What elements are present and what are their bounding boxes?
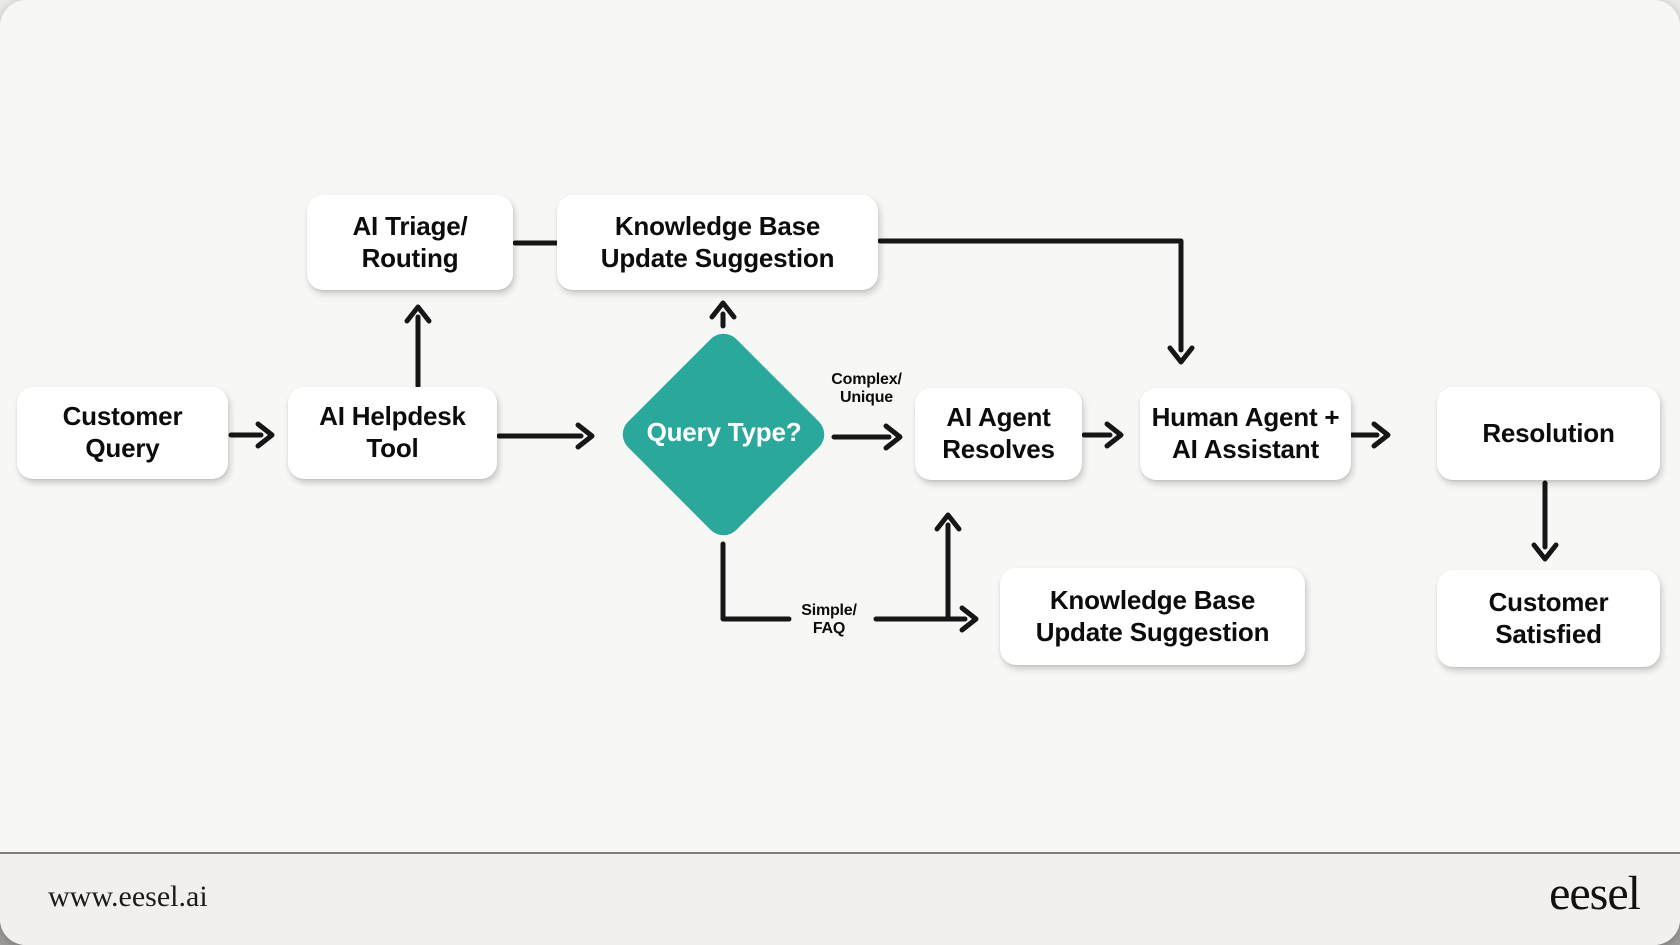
arrow-human-agent-to-resolution <box>1349 421 1391 449</box>
footer-website-url: www.eesel.ai <box>48 880 208 913</box>
node-resolution: Resolution <box>1437 387 1660 480</box>
node-human-agent-ai-assistant: Human Agent + AI Assistant <box>1140 388 1351 480</box>
arrow-query-type-to-kb-top <box>709 300 737 329</box>
node-customer-query: Customer Query <box>17 387 228 479</box>
arrow-customer-query-to-ai-helpdesk <box>228 421 275 449</box>
decision-query-type-label: Query Type? <box>646 417 802 447</box>
arrow-ai-agent-to-human-agent <box>1081 421 1124 449</box>
arrow-simple-to-ai-agent <box>934 512 962 619</box>
node-kb-update-suggestion-top: Knowledge Base Update Suggestion <box>557 195 878 290</box>
edge-label-complex-unique: Complex/ Unique <box>831 371 902 406</box>
arrow-ai-helpdesk-to-query-type <box>496 422 595 450</box>
edge-label-simple-faq: Simple/ FAQ <box>801 602 857 637</box>
arrow-query-type-to-ai-agent <box>831 423 903 451</box>
node-kb-update-suggestion-bottom: Knowledge Base Update Suggestion <box>1000 568 1305 665</box>
line-query-type-simple-elbow <box>720 541 792 622</box>
node-ai-agent-resolves: AI Agent Resolves <box>915 388 1082 480</box>
node-ai-helpdesk-tool: AI Helpdesk Tool <box>288 387 497 479</box>
arrow-resolution-to-customer-satisfied <box>1531 480 1559 562</box>
arrow-ai-helpdesk-to-ai-triage <box>404 304 432 389</box>
arrow-simple-to-kb-bottom <box>873 605 979 633</box>
eesel-logo: eesel <box>1549 867 1641 920</box>
node-ai-triage-routing: AI Triage/ Routing <box>307 195 513 290</box>
footer-bar: www.eesel.ai eesel <box>0 852 1680 945</box>
node-customer-satisfied: Customer Satisfied <box>1437 570 1660 667</box>
arrow-kb-top-to-human-agent <box>877 238 1195 365</box>
